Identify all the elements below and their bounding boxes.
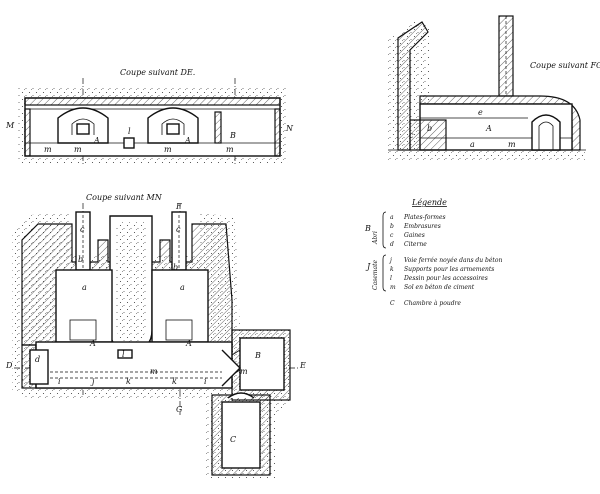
legend-key: j <box>388 257 392 264</box>
label: b <box>78 255 83 264</box>
label: b <box>173 263 178 272</box>
label: k <box>172 377 177 386</box>
section-mn: Coupe suivant MN <box>5 193 306 478</box>
legend-text: Sol en béton de ciment <box>404 284 475 291</box>
label: m <box>508 140 516 149</box>
section-de-caption: Coupe suivant DE. <box>120 68 195 77</box>
label: a <box>470 140 475 149</box>
legend-key: l <box>390 275 392 282</box>
platform-right <box>151 269 209 343</box>
legend-text: Citerne <box>404 241 427 248</box>
label: B <box>254 351 261 360</box>
label: N <box>285 124 294 133</box>
legend-text: Dessin pour les accessoires <box>403 275 488 282</box>
legend-key: d <box>390 241 394 248</box>
label: A <box>93 136 100 145</box>
label: A <box>89 339 96 348</box>
accessory-box <box>123 137 135 149</box>
label: E <box>299 361 306 370</box>
label: m <box>44 145 52 154</box>
label: j <box>90 377 95 386</box>
label: F <box>175 202 182 211</box>
legend-text: Supports pour les armements <box>404 266 494 273</box>
label: c <box>409 131 414 140</box>
access-arch <box>227 392 255 399</box>
legend-text: Plates-formes <box>403 214 446 221</box>
legend-text: Gaines <box>404 232 425 239</box>
legend-group-letter: B <box>364 224 371 233</box>
label: A <box>184 136 191 145</box>
label: a <box>82 283 87 292</box>
legend-text: Voie ferrée noyée dans du béton <box>404 257 502 264</box>
platform-left <box>55 269 113 343</box>
passage <box>221 349 241 387</box>
legend-group-word: Abri <box>372 231 379 245</box>
label: m <box>74 145 82 154</box>
section-mn-caption: Coupe suivant MN <box>86 193 163 202</box>
gun-mount <box>166 123 180 135</box>
label: l <box>122 350 125 359</box>
label: m <box>226 145 234 154</box>
legend-group-word: Casemate <box>372 260 379 290</box>
legend-key: c <box>390 232 394 239</box>
legend-key: a <box>390 214 394 221</box>
label: d <box>35 355 40 364</box>
section-fg-caption: Coupe suivant FG. <box>530 61 600 70</box>
label: B <box>229 131 236 140</box>
label: i <box>204 377 207 386</box>
label: M <box>5 121 15 130</box>
section-fg: Coupe suivant FG. c b e A a m <box>388 15 600 160</box>
buffer-block <box>409 119 447 151</box>
partition-wall <box>214 111 222 144</box>
label: m <box>240 367 248 376</box>
label: m <box>150 367 158 376</box>
main-gallery <box>35 341 233 389</box>
label: D <box>5 361 13 370</box>
label: m <box>164 145 172 154</box>
label: G <box>176 405 183 414</box>
label: c <box>80 225 85 234</box>
legend-key: k <box>390 266 394 273</box>
legend: Légende B Abri a Plates-formes b Embrasu… <box>364 198 502 307</box>
legend-group-letter: J <box>365 262 371 271</box>
legend-title: Légende <box>411 198 447 207</box>
label: b <box>427 124 432 133</box>
legend-text: Chambre à poudre <box>404 300 461 307</box>
cistern <box>29 349 49 385</box>
abri-room <box>239 337 285 391</box>
legend-key: b <box>390 223 394 230</box>
label: C <box>230 435 236 444</box>
label: c <box>176 225 181 234</box>
legend-key: C <box>390 300 395 307</box>
label: A <box>485 124 492 133</box>
gun-mount <box>76 123 90 135</box>
legend-key: m <box>390 284 396 291</box>
section-de: Coupe suivant DE. M N A A l m m B m m <box>5 68 294 165</box>
label: A <box>185 339 192 348</box>
label: a <box>180 283 185 292</box>
legend-text: Embrasures <box>403 223 441 230</box>
doorway-arch <box>531 114 561 151</box>
label: k <box>126 377 131 386</box>
powder-chamber <box>221 401 261 469</box>
roof-slab <box>24 97 281 106</box>
label: l <box>128 127 131 136</box>
accessory-box <box>117 349 133 359</box>
label: e <box>478 108 483 117</box>
label: i <box>58 377 61 386</box>
